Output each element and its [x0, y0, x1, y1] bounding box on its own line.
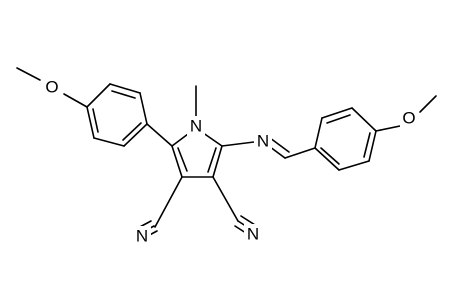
atom-n-nitrile-left-label: N [136, 227, 148, 246]
bond-left-ring-6 [86, 106, 95, 139]
bond-right-ring-5 [338, 160, 370, 171]
bond-left-ring-3 [139, 92, 148, 125]
atom-o-right-label: O [402, 109, 415, 128]
bond-right-ring-inner-2 [363, 132, 371, 158]
bond-right-ring-3 [351, 107, 377, 132]
atom-n-imine-label: N [257, 132, 269, 151]
atom-n-ring-label: N [190, 117, 202, 136]
atom-n-nitrile-right-mask [244, 224, 262, 244]
bond-right-ring-1 [314, 117, 323, 149]
bond-left-ring-4 [123, 123, 148, 147]
bond-c2-c3-inner [207, 147, 217, 173]
bond-left-ring-inner-1 [111, 90, 136, 99]
atom-n-ring: N [187, 116, 205, 136]
bond-right-ring-2 [321, 107, 353, 119]
bond-nitrile-left-single [154, 176, 183, 228]
atom-n-nitrile-left: N [133, 226, 151, 246]
bond-nitrile-right-single [212, 176, 239, 222]
atom-n-imine: N [254, 131, 272, 151]
bond-left-ring-inner-3 [92, 108, 99, 133]
bond-aryl-o-right [375, 125, 401, 132]
bond-methyl-o-left [16, 67, 41, 81]
bond-ch-aryl-right [284, 147, 316, 159]
bond-left-ring-2 [109, 83, 141, 94]
atom-o-right-mask [400, 108, 418, 128]
atom-n-imine-mask [254, 131, 272, 151]
bond-aryl-pyrrole [146, 123, 173, 147]
left-benzene-ring [86, 83, 148, 147]
atom-n-nitrile-left-mask [133, 226, 151, 246]
atom-o-left-label: O [45, 78, 58, 97]
bond-c4-c5 [171, 145, 183, 178]
bond-o-methyl-right [419, 95, 437, 113]
bond-left-ring-5 [93, 137, 125, 147]
bond-left-ring-inner-2 [122, 122, 142, 141]
right-benzene-ring [314, 107, 377, 171]
bond-right-ring-4 [368, 130, 377, 162]
bond-right-ring-inner-1 [326, 114, 351, 124]
bond-right-ring-6 [314, 147, 340, 171]
atom-n-ring-mask [187, 116, 205, 136]
atom-o-left: O [43, 77, 61, 97]
bond-nitrile-right-triple-2 [240, 215, 256, 226]
bond-o-aryl-left [63, 93, 88, 108]
bond-right-ring-inner-3 [320, 147, 340, 165]
bond-left-ring-1 [86, 83, 111, 108]
bond-c2-c3 [212, 145, 223, 178]
atom-n-nitrile-right-label: N [247, 225, 259, 244]
atom-o-right: O [400, 108, 418, 128]
atom-n-nitrile-right: N [244, 224, 262, 244]
bond-c4-c5-inner [177, 147, 188, 172]
atom-o-left-mask [43, 77, 61, 97]
